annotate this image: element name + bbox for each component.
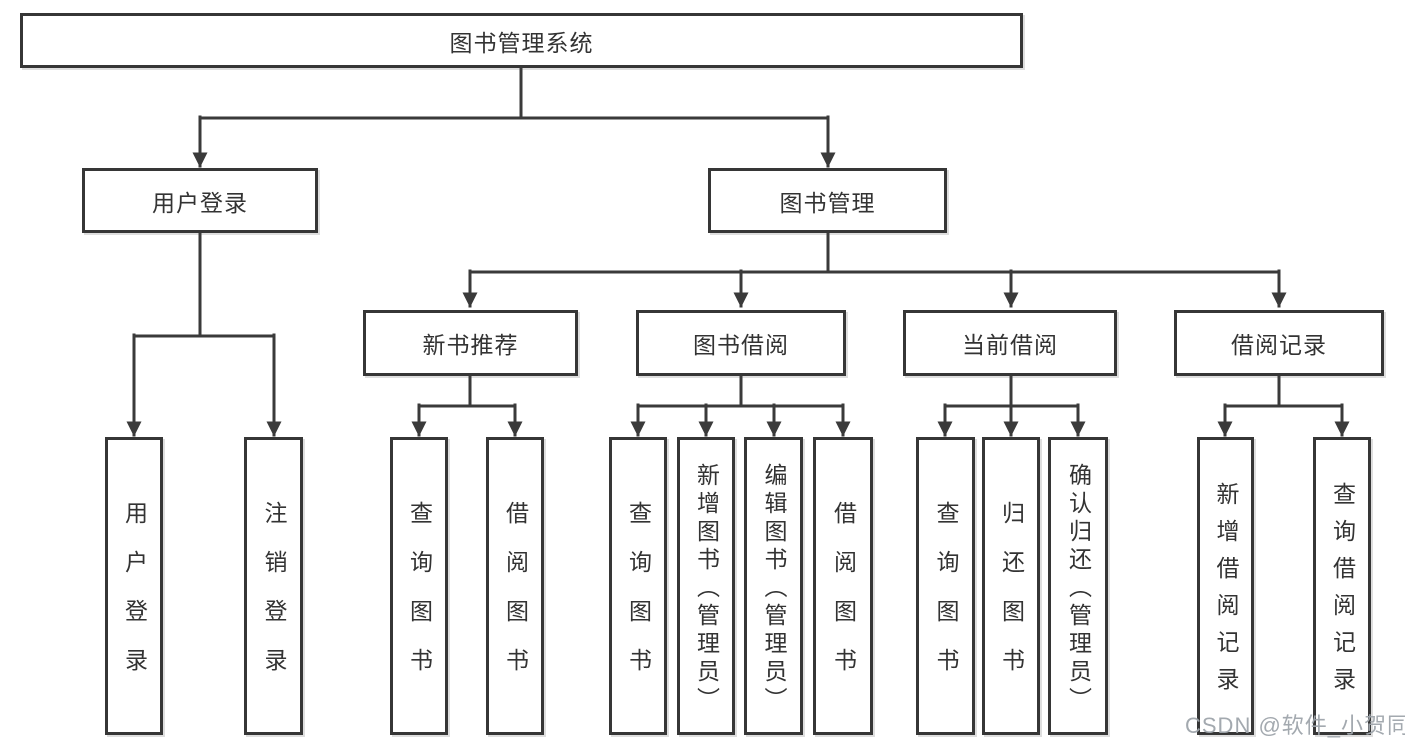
branch-root-to-level2 [192, 66, 836, 168]
leaf-query-books-recommend-label: 查询图书 [406, 501, 433, 697]
leaf-logout-label: 注销登录 [261, 501, 287, 697]
leaf-return-book: 归还图书 [982, 437, 1040, 735]
node-borrow-records-label: 借阅记录 [1231, 332, 1327, 358]
leaf-add-borrow-record: 新增借阅记录 [1197, 437, 1254, 735]
leaf-user-login: 用户登录 [105, 437, 163, 735]
leaf-query-borrow-record-label: 查询借阅记录 [1329, 482, 1356, 704]
node-book-management: 图书管理 [708, 168, 947, 233]
leaf-add-book-admin: 新增图书（管理员） [677, 437, 735, 735]
csdn-watermark: CSDN @软件_小贺同学 [1185, 713, 1405, 738]
leaf-add-book-admin-label: 新增图书（管理员） [693, 462, 720, 715]
node-book-management-label: 图书管理 [779, 189, 876, 216]
leaf-borrow-books-recommend-label: 借阅图书 [502, 501, 529, 697]
node-current-borrow: 当前借阅 [903, 310, 1117, 376]
leaf-query-books-borrow-label: 查询图书 [625, 501, 652, 697]
branch-new-book-recommend [411, 374, 523, 437]
branch-current-borrow [937, 374, 1086, 437]
node-current-borrow-label: 当前借阅 [962, 332, 1058, 358]
branch-book-borrow [630, 374, 851, 437]
leaf-edit-book-admin-label: 编辑图书（管理员） [761, 462, 787, 715]
node-new-book-recommend-label: 新书推荐 [422, 332, 519, 358]
node-root-label: 图书管理系统 [449, 29, 594, 56]
leaf-query-books-current-label: 查询图书 [933, 501, 959, 697]
leaf-edit-book-admin: 编辑图书（管理员） [744, 437, 803, 735]
leaf-add-borrow-record-label: 新增借阅记录 [1213, 482, 1239, 704]
node-user-login: 用户登录 [82, 168, 318, 233]
leaf-confirm-return-admin-label: 确认归还（管理员） [1065, 462, 1092, 715]
branch-borrow-records [1217, 374, 1350, 437]
leaf-query-books-borrow: 查询图书 [609, 437, 667, 735]
node-new-book-recommend: 新书推荐 [363, 310, 578, 376]
leaf-query-books-recommend: 查询图书 [390, 437, 448, 735]
leaf-borrow-books-label: 借阅图书 [830, 501, 857, 697]
leaf-borrow-books-recommend: 借阅图书 [486, 437, 544, 735]
node-root: 图书管理系统 [20, 13, 1023, 68]
node-book-borrow: 图书借阅 [636, 310, 846, 376]
leaf-user-login-label: 用户登录 [121, 501, 148, 697]
leaf-query-borrow-record: 查询借阅记录 [1313, 437, 1371, 735]
branch-user-login [126, 231, 282, 437]
node-user-login-label: 用户登录 [152, 189, 248, 216]
leaf-logout: 注销登录 [244, 437, 303, 735]
leaf-return-book-label: 归还图书 [998, 501, 1025, 697]
node-borrow-records: 借阅记录 [1174, 310, 1384, 376]
leaf-confirm-return-admin: 确认归还（管理员） [1048, 437, 1108, 735]
leaf-borrow-books: 借阅图书 [813, 437, 873, 735]
node-book-borrow-label: 图书借阅 [693, 332, 789, 358]
branch-book-management [462, 231, 1287, 308]
leaf-query-books-current: 查询图书 [916, 437, 975, 735]
